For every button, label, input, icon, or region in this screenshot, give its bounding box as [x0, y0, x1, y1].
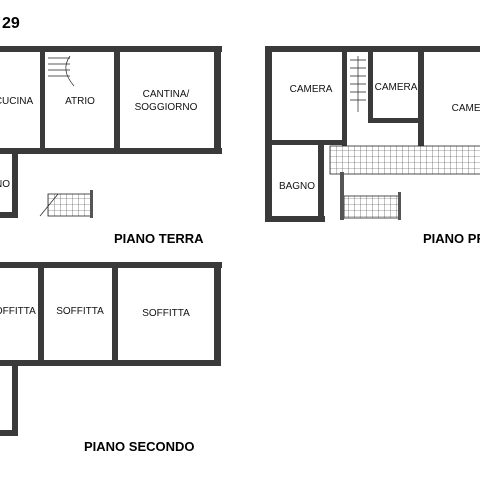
floor-title-primo: PIANO PRIMO	[423, 231, 480, 246]
room-cantina-soggiorno-line1: CANTINA/	[143, 89, 190, 100]
room-cantina-soggiorno-line2: SOGGIORNO	[135, 102, 198, 113]
floor-title-secondo: PIANO SECONDO	[84, 439, 195, 454]
room-camera-3: CAMERA	[452, 103, 480, 114]
stair-primo-1	[350, 56, 366, 112]
floor-plan-piano-primo: CAMERA CAMERA CAMERA BAGNO PIANO PRIMO	[265, 46, 480, 246]
floor-plan-piano-secondo: SOFFITTA SOFFITTA SOFFITTA PIANO SECONDO	[0, 262, 222, 454]
room-soffitta-1: SOFFITTA	[0, 306, 36, 317]
room-cucina: CUCINA	[0, 96, 33, 107]
stair-terra-1	[48, 55, 75, 87]
balcony-primo	[329, 145, 480, 220]
floor-plan-piano-terra: CUCINA ATRIO CANTINA/ SOGGIORNO BAGNO PI…	[0, 46, 222, 246]
room-atrio: ATRIO	[65, 96, 95, 107]
room-camera-2: CAMERA	[375, 82, 418, 93]
room-bagno-primo: BAGNO	[279, 181, 315, 192]
room-soffitta-2: SOFFITTA	[56, 306, 104, 317]
room-camera-1: CAMERA	[290, 84, 333, 95]
stair-terra-2	[39, 190, 93, 218]
floor-title-terra: PIANO TERRA	[114, 231, 204, 246]
sheet-number: 29	[2, 15, 20, 32]
room-bagno-terra: BAGNO	[0, 179, 10, 190]
room-soffitta-3: SOFFITTA	[142, 308, 190, 319]
